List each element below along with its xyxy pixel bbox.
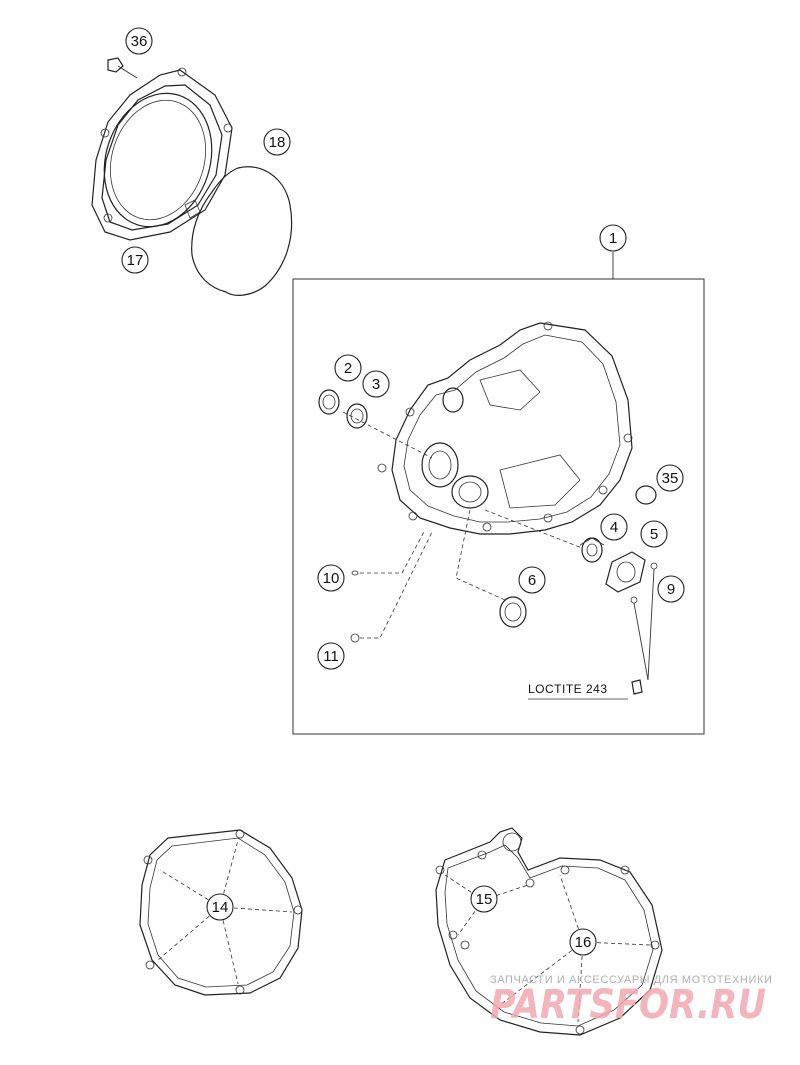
callout-10: 10 [317, 564, 345, 592]
svg-text:36: 36 [131, 33, 148, 50]
cover-plate-5-part [605, 551, 646, 593]
svg-text:1: 1 [609, 230, 617, 247]
outer-clutch-cover-part [91, 67, 233, 241]
o-ring-10-leader-2 [401, 529, 426, 574]
callout-18: 18 [263, 128, 291, 156]
seal-2-part [318, 389, 340, 415]
seal-6-leader [455, 509, 506, 601]
o-ring-35-part [635, 485, 657, 505]
svg-text:14: 14 [212, 899, 229, 916]
svg-text:9: 9 [667, 581, 675, 598]
svg-text:35: 35 [662, 470, 679, 487]
svg-text:17: 17 [127, 252, 144, 269]
assembly-1-frame [292, 278, 705, 735]
svg-text:6: 6 [528, 572, 536, 589]
callout-4: 4 [600, 513, 628, 541]
bearing-4-part [579, 537, 605, 563]
clutch-cover-1-part [377, 321, 633, 535]
callout-11: 11 [317, 642, 345, 670]
callout-1: 1 [599, 224, 627, 252]
plug-11-leader [360, 531, 433, 639]
callout-17: 17 [121, 246, 149, 274]
callout-15: 15 [470, 885, 498, 913]
callout-5: 5 [640, 520, 668, 548]
bearing-leader [484, 509, 583, 549]
svg-text:11: 11 [323, 648, 339, 665]
svg-text:3: 3 [372, 376, 380, 393]
svg-text:4: 4 [610, 519, 618, 536]
callout-36: 36 [125, 27, 153, 55]
callout-9: 9 [657, 575, 685, 603]
gasket-14-part [139, 829, 303, 996]
o-ring-10-part [351, 570, 359, 576]
callout-3: 3 [362, 370, 390, 398]
svg-text:16: 16 [575, 934, 592, 951]
loctite-note: LOCTITE 243 [528, 682, 608, 696]
seal-6-part [499, 596, 527, 628]
callout-16: 16 [569, 928, 597, 956]
callout-6: 6 [518, 566, 546, 594]
seal-leader [342, 411, 433, 459]
screw-36-part [107, 57, 138, 79]
callout-14: 14 [206, 893, 234, 921]
svg-text:2: 2 [344, 360, 352, 377]
svg-text:5: 5 [650, 526, 658, 543]
plug-11-part [350, 633, 360, 643]
svg-text:18: 18 [269, 134, 286, 151]
screw-9-part [630, 562, 658, 695]
callout-2: 2 [334, 354, 362, 382]
svg-text:15: 15 [476, 891, 493, 908]
gasket-18-part [191, 166, 293, 296]
watermark-tagline: ЗАПЧАСТИ И АКСЕССУАРЫ ДЛЯ МОТОТЕХНИКИ [490, 974, 772, 986]
svg-text:10: 10 [323, 570, 340, 587]
watermark-brand-logo: PARTSFOR.RU [490, 982, 766, 1028]
callout-35: 35 [656, 464, 684, 492]
